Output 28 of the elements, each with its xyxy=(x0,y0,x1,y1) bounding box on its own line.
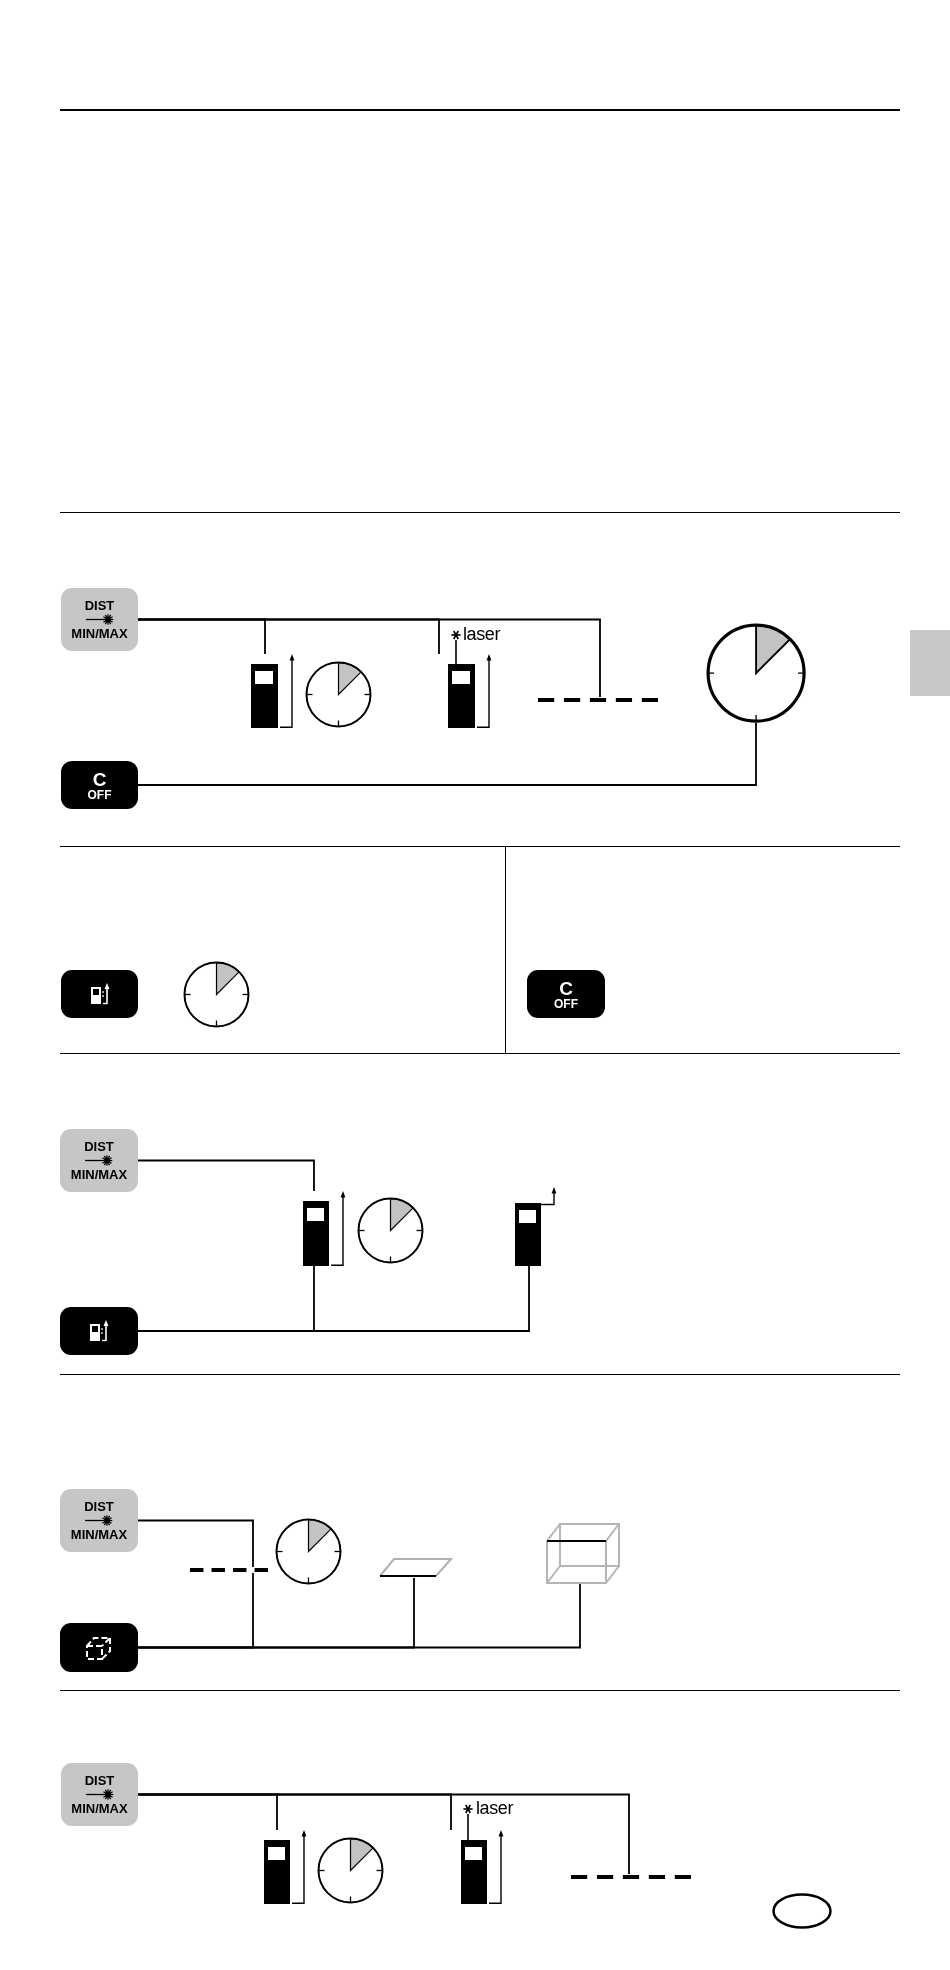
beam-label: laser xyxy=(476,1798,513,1818)
clear-button: C OFF xyxy=(61,761,138,809)
dashed-line-icon xyxy=(538,697,658,703)
connector-line xyxy=(137,618,601,698)
dashed-line-icon xyxy=(190,1567,268,1573)
measure-button: DIST MIN/MAX xyxy=(61,588,138,651)
dashed-line-icon xyxy=(571,1874,691,1880)
parallelogram-icon xyxy=(379,1557,452,1578)
connector-line xyxy=(137,1583,581,1649)
connector-line xyxy=(137,1159,315,1192)
beam-label: laser xyxy=(463,624,500,644)
connector-line xyxy=(137,1793,630,1875)
clock-icon xyxy=(304,660,372,728)
reference-button xyxy=(60,1307,138,1355)
clock-icon xyxy=(274,1517,342,1585)
clear-button: C OFF xyxy=(527,970,605,1018)
connector-line xyxy=(137,1519,254,1568)
reference-button xyxy=(61,970,138,1018)
measure-button: DIST MIN/MAX xyxy=(61,1763,138,1826)
clock-icon xyxy=(316,1836,384,1904)
clock-icon xyxy=(356,1196,424,1264)
measure-button: DIST MIN/MAX xyxy=(60,1489,138,1552)
measure-button: DIST MIN/MAX xyxy=(60,1129,138,1192)
cuboid-icon xyxy=(546,1523,620,1584)
clock-icon xyxy=(705,622,807,724)
clock-icon xyxy=(182,960,250,1028)
volume-button xyxy=(60,1623,138,1672)
connector-line xyxy=(137,722,757,786)
